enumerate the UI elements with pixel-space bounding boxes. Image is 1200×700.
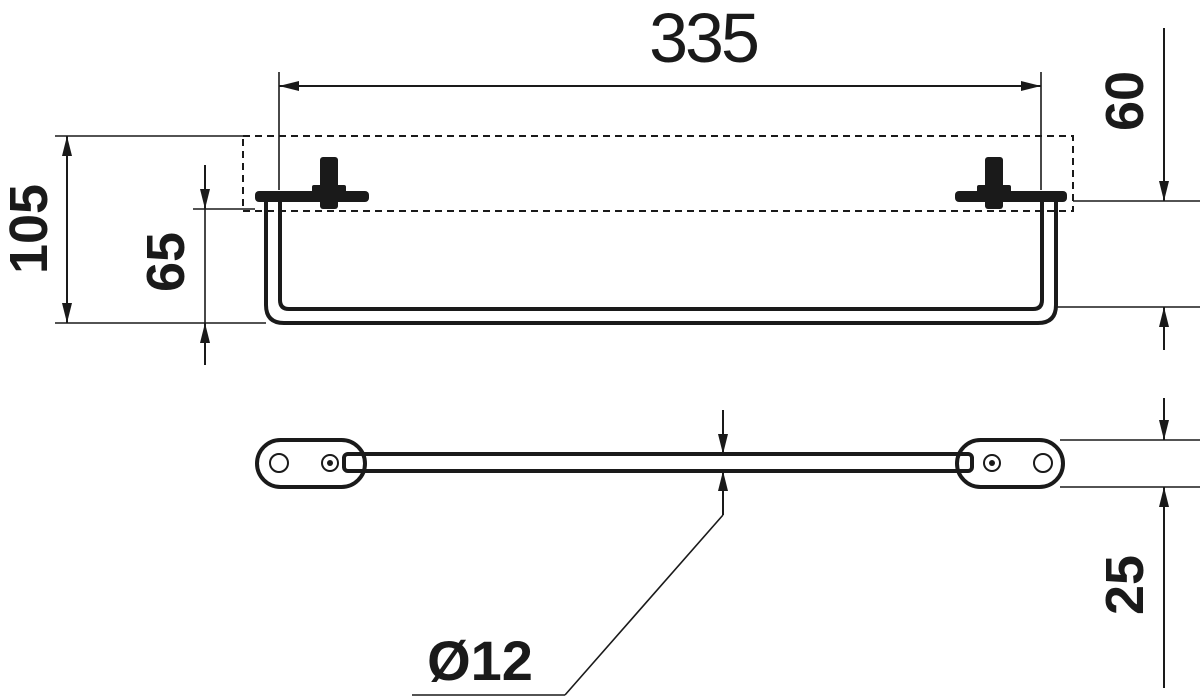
dim-label-total-height: 105: [0, 184, 59, 274]
left-bracket-screw-outer: [321, 454, 339, 472]
towel-bar-inner: [278, 201, 1044, 311]
right-bracket-hole: [1033, 453, 1053, 473]
right-screw-collar: [977, 185, 1011, 199]
right-bracket-screw-outer: [983, 454, 1001, 472]
mounting-envelope: [242, 135, 1074, 212]
left-bracket-hole: [269, 453, 289, 473]
dim-label-bar-height: 65: [136, 232, 196, 292]
dim-label-bracket-thickness: 25: [1095, 555, 1155, 615]
dim-label-rod-diameter: Ø12: [427, 629, 533, 692]
left-bracket: [255, 438, 367, 489]
dim-label-mount-depth: 60: [1095, 71, 1155, 131]
right-bracket-screw-inner: [989, 460, 995, 466]
rod: [342, 452, 974, 473]
front-view: 335 105 65 60: [0, 0, 1200, 365]
top-view: Ø12 25: [255, 398, 1200, 696]
left-screw: [320, 157, 338, 209]
left-screw-collar: [312, 185, 346, 199]
leader-diagonal: [564, 514, 724, 696]
dim-label-length: 335: [649, 0, 757, 77]
towel-bar-outer: [264, 201, 1058, 325]
right-bracket: [955, 438, 1065, 489]
right-screw: [985, 157, 1003, 209]
left-bracket-screw-inner: [327, 460, 333, 466]
